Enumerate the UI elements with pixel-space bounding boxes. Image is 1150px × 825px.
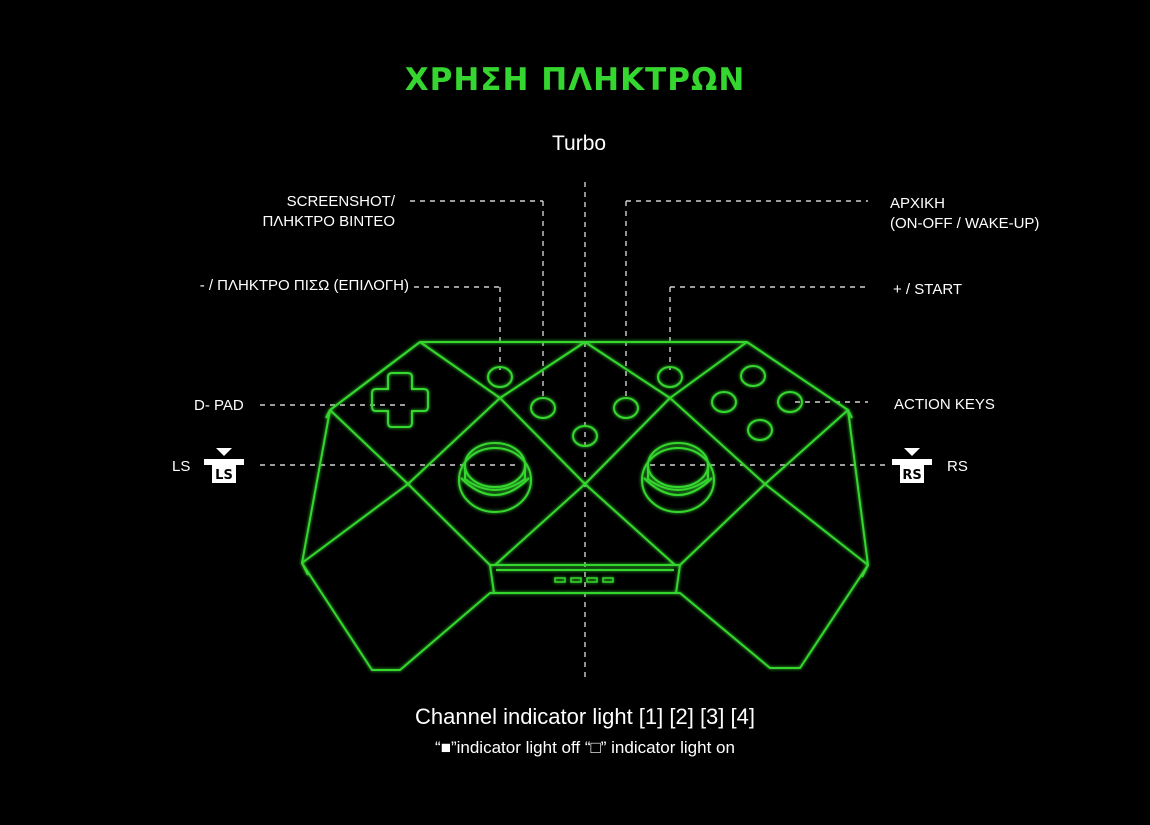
label-turbo: Turbo xyxy=(552,132,607,155)
dpad-icon xyxy=(371,372,429,428)
label-action-keys: ACTION KEYS xyxy=(894,396,995,413)
plus-button-icon xyxy=(657,366,683,388)
label-rs: RS xyxy=(947,458,968,475)
home-button-icon xyxy=(613,397,639,419)
label-screenshot-line1: SCREENSHOT/ xyxy=(286,193,395,210)
label-home: ΑΡΧΙΚΗ (ON-OFF / WAKE-UP) xyxy=(890,194,1039,234)
indicator-legend: “■”indicator light off “□” indicator lig… xyxy=(435,738,735,757)
action-key-bottom-icon xyxy=(747,419,773,441)
action-key-top-icon xyxy=(740,365,766,387)
action-key-right-icon xyxy=(777,391,803,413)
label-ls: LS xyxy=(172,458,191,475)
left-stick-icon xyxy=(458,442,532,513)
label-dpad: D- PAD xyxy=(194,397,244,414)
controller-body xyxy=(301,341,869,671)
label-minus: - / ΠΛΗΚΤΡΟ ΠΙΣΩ (ΕΠΙΛΟΓΗ) xyxy=(199,277,409,294)
ls-press-icon: LS xyxy=(202,447,246,485)
rs-press-icon: RS xyxy=(890,447,934,485)
label-screenshot-line2: ΠΛΗΚΤΡΟ ΒΙΝΤΕΟ xyxy=(262,213,395,230)
label-plus: + / START xyxy=(893,281,963,298)
label-home-line2: (ON-OFF / WAKE-UP) xyxy=(890,215,1040,232)
right-stick-icon xyxy=(641,442,715,513)
channel-light-panel xyxy=(489,564,681,594)
turbo-button-icon xyxy=(572,425,598,447)
page-title: ΧΡΗΣΗ ΠΛΗΚΤΡΩΝ xyxy=(404,62,746,98)
svg-text:RS: RS xyxy=(902,468,921,483)
label-screenshot: SCREENSHOT/ ΠΛΗΚΤΡΟ ΒΙΝΤΕΟ xyxy=(230,192,395,232)
screenshot-button-icon xyxy=(530,397,556,419)
action-key-left-icon xyxy=(711,391,737,413)
leader-lines xyxy=(260,182,885,680)
svg-text:LS: LS xyxy=(215,468,233,483)
minus-button-icon xyxy=(487,366,513,388)
channel-indicator-lights xyxy=(554,577,614,583)
channel-indicator-caption: Channel indicator light [1] [2] [3] [4] xyxy=(415,704,755,729)
label-home-line1: ΑΡΧΙΚΗ xyxy=(890,195,946,212)
